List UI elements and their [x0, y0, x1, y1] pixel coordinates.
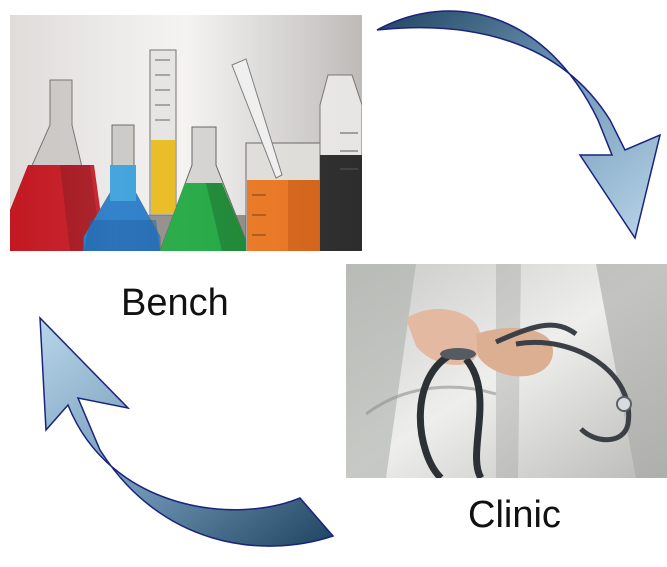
clinic-label: Clinic [468, 494, 561, 536]
bench-label: Bench [121, 282, 229, 324]
clinic-doctor-stethoscope-image [346, 264, 667, 478]
curved-arrow-clinic-to-bench [39, 316, 335, 547]
curved-arrow-bench-to-clinic [376, 10, 662, 240]
bench-lab-glassware-image [10, 15, 362, 251]
